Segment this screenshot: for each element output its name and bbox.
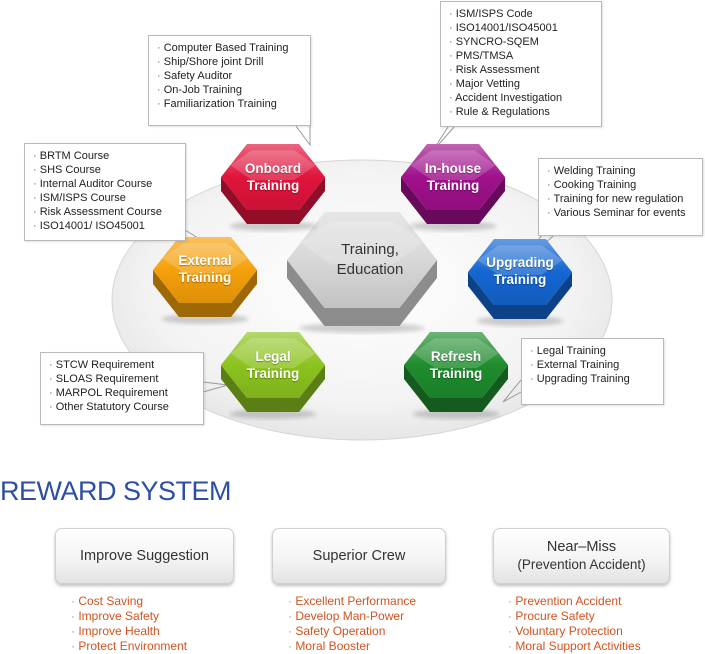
callout-onboard-item: Ship/Shore joint Drill xyxy=(157,55,302,69)
hexagon-external xyxy=(153,237,257,324)
reward-item: Moral Support Activities xyxy=(508,639,640,654)
callout-inhouse-item: ISM/ISPS Code xyxy=(449,7,593,21)
hex-label-refresh: Refresh Training xyxy=(429,349,483,381)
reward-item: Safety Operation xyxy=(288,624,416,639)
reward-box-superior-crew: Superior Crew xyxy=(272,528,446,584)
hex-label-external: External Training xyxy=(178,253,232,285)
callout-inhouse-item: PMS/TMSA xyxy=(449,49,593,63)
reward-item: Excellent Performance xyxy=(288,594,416,609)
callout-legal-item: SLOAS Requirement xyxy=(49,372,195,386)
hex-label-inhouse: In-house Training xyxy=(424,161,482,193)
callout-refresh-item: Legal Training xyxy=(530,344,655,358)
callout-external-item: SHS Course xyxy=(33,163,177,177)
reward-box-title: Improve Suggestion xyxy=(80,548,209,564)
callout-inhouse-item: Major Vetting xyxy=(449,77,593,91)
reward-box-near-miss: Near–Miss (Prevention Accident) xyxy=(493,528,670,584)
reward-item: Moral Booster xyxy=(288,639,416,654)
reward-item: Improve Safety xyxy=(71,609,187,624)
callout-legal: STCW RequirementSLOAS RequirementMARPOL … xyxy=(40,352,204,425)
callout-upgrading: Welding TrainingCooking TrainingTraining… xyxy=(538,158,703,236)
reward-box-improve-suggestion: Improve Suggestion xyxy=(55,528,234,584)
reward-list-near-miss: Prevention AccidentProcure SafetyVolunta… xyxy=(508,594,641,654)
reward-item: Develop Man-Power xyxy=(288,609,416,624)
callout-inhouse-item: Accident Investigation xyxy=(449,91,593,105)
reward-box-title: Near–Miss xyxy=(546,539,617,555)
center-label-line1: Training, xyxy=(341,241,399,258)
center-hexagon xyxy=(287,212,437,333)
callout-upgrading-item: Various Seminar for events xyxy=(547,206,694,220)
hexagon-onboard xyxy=(221,144,325,231)
hexagon-upgrading xyxy=(468,239,572,326)
callout-legal-item: Other Statutory Course xyxy=(49,400,195,414)
hex-label-upgrading: Upgrading Training xyxy=(486,255,554,287)
callout-refresh-item: External Training xyxy=(530,358,655,372)
callout-legal-item: STCW Requirement xyxy=(49,358,195,372)
reward-list-improve-suggestion: Cost SavingImprove SafetyImprove HealthP… xyxy=(71,594,187,654)
callout-refresh-item: Upgrading Training xyxy=(530,372,655,386)
training-diagram xyxy=(111,125,613,441)
reward-box-title: Superior Crew xyxy=(312,548,406,564)
hexagon-layer xyxy=(153,144,572,419)
callout-upgrading-item: Cooking Training xyxy=(547,178,694,192)
hex-label-onboard: Onboard Training xyxy=(244,161,302,193)
callout-inhouse-item: ISO14001/ISO45001 xyxy=(449,21,593,35)
callout-external-item: ISM/ISPS Course xyxy=(33,191,177,205)
callout-onboard-item: Safety Auditor xyxy=(157,69,302,83)
hexagon-refresh xyxy=(404,332,508,419)
reward-item: Procure Safety xyxy=(508,609,641,624)
hexagon-inhouse xyxy=(401,144,505,231)
reward-item: Improve Health xyxy=(71,624,187,639)
callout-external-item: Risk Assessment Course xyxy=(33,205,177,219)
reward-item: Protect Environment xyxy=(71,639,187,654)
callout-upgrading-item: Training for new regulation xyxy=(547,192,694,206)
hex-label-legal: Legal Training xyxy=(246,349,300,381)
reward-item: Voluntary Protection xyxy=(508,624,641,639)
callout-external: BRTM CourseSHS CourseInternal Auditor Co… xyxy=(24,143,186,241)
callout-external-item: BRTM Course xyxy=(33,149,177,163)
callout-external-item: Internal Auditor Course xyxy=(33,177,177,191)
reward-box-subtitle: (Prevention Accident) xyxy=(517,557,646,572)
callout-onboard-item: On-Job Training xyxy=(157,83,302,97)
callout-external-item: ISO14001/ ISO45001 xyxy=(33,219,177,233)
callout-onboard-item: Familiarization Training xyxy=(157,97,302,111)
callout-upgrading-item: Welding Training xyxy=(547,164,694,178)
hexagon-legal xyxy=(221,332,325,419)
center-label-line2: Education xyxy=(336,261,404,278)
reward-list-superior-crew: Excellent PerformanceDevelop Man-PowerSa… xyxy=(288,594,416,654)
callout-legal-item: MARPOL Requirement xyxy=(49,386,195,400)
callout-inhouse-item: Risk Assessment xyxy=(449,63,593,77)
callout-inhouse: ISM/ISPS CodeISO14001/ISO45001SYNCRO-SQE… xyxy=(440,1,602,127)
reward-item: Prevention Accident xyxy=(508,594,641,609)
reward-item: Cost Saving xyxy=(71,594,187,609)
callout-onboard: Computer Based TrainingShip/Shore joint … xyxy=(148,35,311,126)
center-label: Training, Education xyxy=(320,240,420,280)
reward-system-title: REWARD SYSTEM xyxy=(0,476,232,506)
callout-inhouse-item: Rule & Regulations xyxy=(449,105,593,119)
callout-inhouse-item: SYNCRO-SQEM xyxy=(449,35,593,49)
callout-onboard-item: Computer Based Training xyxy=(157,41,302,55)
